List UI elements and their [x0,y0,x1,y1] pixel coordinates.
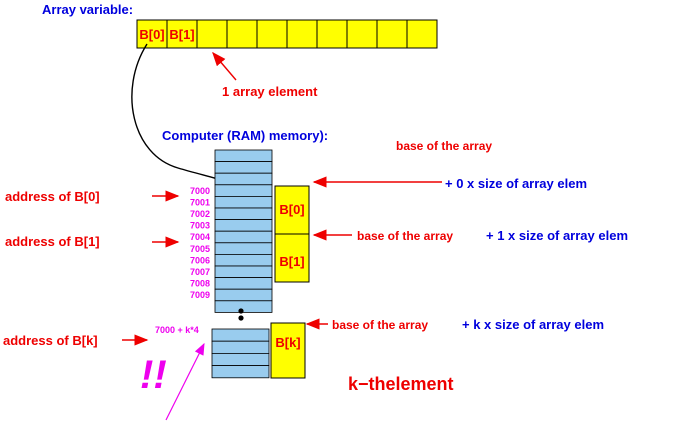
memory-cell [211,340,270,354]
memory-address: 7001 [190,197,210,207]
array-cell-box [196,19,228,49]
array-cell [316,19,348,49]
formula-arrow [165,342,205,421]
ellipsis-dot [238,315,244,321]
array-cell-box [256,19,288,49]
array-cell [406,19,438,49]
address-formula: 7000 + k*4 [155,325,199,335]
memory-upper-block [214,149,273,313]
element-bk-box [270,322,306,379]
kth-element-label: k−thelement [348,374,454,394]
offset-k-label: + k x size of array elem [462,317,604,332]
array-cell-box [346,19,378,49]
memory-address: 7008 [190,279,210,289]
array-cell-box [136,19,168,49]
memory-cell [214,253,273,267]
element-bk-label: B[k] [275,335,300,350]
memory-address: 7009 [190,290,210,300]
element-b0-label: B[0] [279,202,304,217]
array-cell-box [316,19,348,49]
array-cell [256,19,288,49]
memory-cell [214,172,273,186]
array-cell: B[0] [136,19,168,49]
array-cell-box [166,19,198,49]
element-b0-box [274,185,310,235]
memory-address: 7007 [190,267,210,277]
memory-cell [211,328,270,342]
ellipsis-dot [238,308,244,314]
memory-cell [214,242,273,255]
array-element-arrow [212,51,237,81]
address-b0-label: address of B[0] [5,189,100,204]
array-cell [346,19,378,49]
array-cell [286,19,318,49]
memory-cell [214,288,273,302]
array-cell-label: B[0] [139,27,164,42]
element-b1-box [274,233,310,283]
memory-address: 7000 [190,186,210,196]
memory-cell [211,352,270,366]
array-cell-box [286,19,318,49]
array-cell [226,19,258,49]
memory-lower-block [211,328,270,379]
memory-address: 7002 [190,209,210,219]
memory-cell [214,219,273,232]
array-cell [376,19,408,49]
memory-address: 7006 [190,255,210,265]
array-cell-label: B[1] [169,27,194,42]
memory-address: 7003 [190,221,210,231]
memory-cell [214,207,273,221]
element-b1-label: B[1] [279,254,304,269]
array-variable-title: Array variable: [42,2,133,17]
memory-cell [214,195,273,209]
address-b1-label: address of B[1] [5,234,100,249]
exclamation-marks: !! [140,353,167,397]
array-cell: B[1] [166,19,198,49]
memory-cell [214,161,273,174]
array-element-label: 1 array element [222,84,318,99]
array-cell [196,19,228,49]
offset-1-label: + 1 x size of array elem [486,228,628,243]
array-cell-box [406,19,438,49]
memory-cell [211,365,270,379]
base-label-low: base of the array [332,318,428,332]
memory-address: 7004 [190,232,210,242]
memory-cell [214,230,273,244]
array-cell-box [376,19,408,49]
array-cell-box [226,19,258,49]
offset-0-label: + 0 x size of array elem [445,176,587,191]
memory-address: 7005 [190,244,210,254]
memory-cell [214,277,273,290]
memory-cell [214,149,273,163]
array-variable-row: B[0] B[1] [136,19,438,49]
memory-cell [214,300,273,313]
memory-cell [214,184,273,197]
computer-memory-title: Computer (RAM) memory): [162,128,328,143]
base-label-top: base of the array [396,139,492,153]
address-bk-label: address of B[k] [3,333,98,348]
memory-cell [214,265,273,279]
base-label-mid: base of the array [357,229,453,243]
